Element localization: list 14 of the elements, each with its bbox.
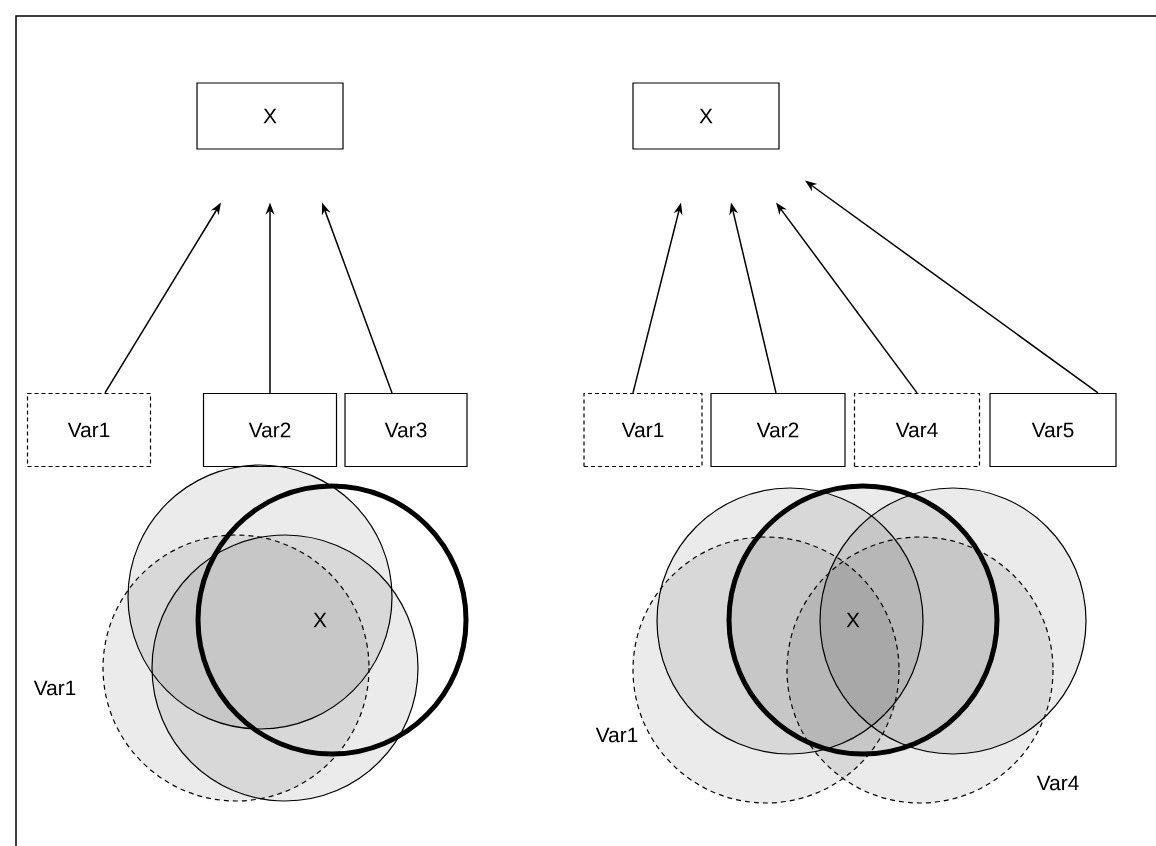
variable-box: Var2	[710, 392, 846, 468]
variable-box: Var5	[989, 392, 1117, 468]
venn-label: X	[313, 612, 327, 628]
venn-label: Var1	[595, 727, 638, 743]
variable-box: Var2	[202, 392, 338, 468]
outcome-box: X	[632, 82, 780, 150]
variable-box: Var3	[344, 392, 468, 468]
venn-label: X	[846, 612, 860, 628]
dashed-box: Var1	[26, 392, 152, 468]
venn-label: Var4	[1036, 775, 1079, 791]
dashed-box: Var4	[853, 392, 981, 468]
venn-label: Var1	[33, 680, 76, 696]
dashed-box: Var1	[583, 392, 703, 468]
outcome-box: X	[196, 82, 344, 150]
